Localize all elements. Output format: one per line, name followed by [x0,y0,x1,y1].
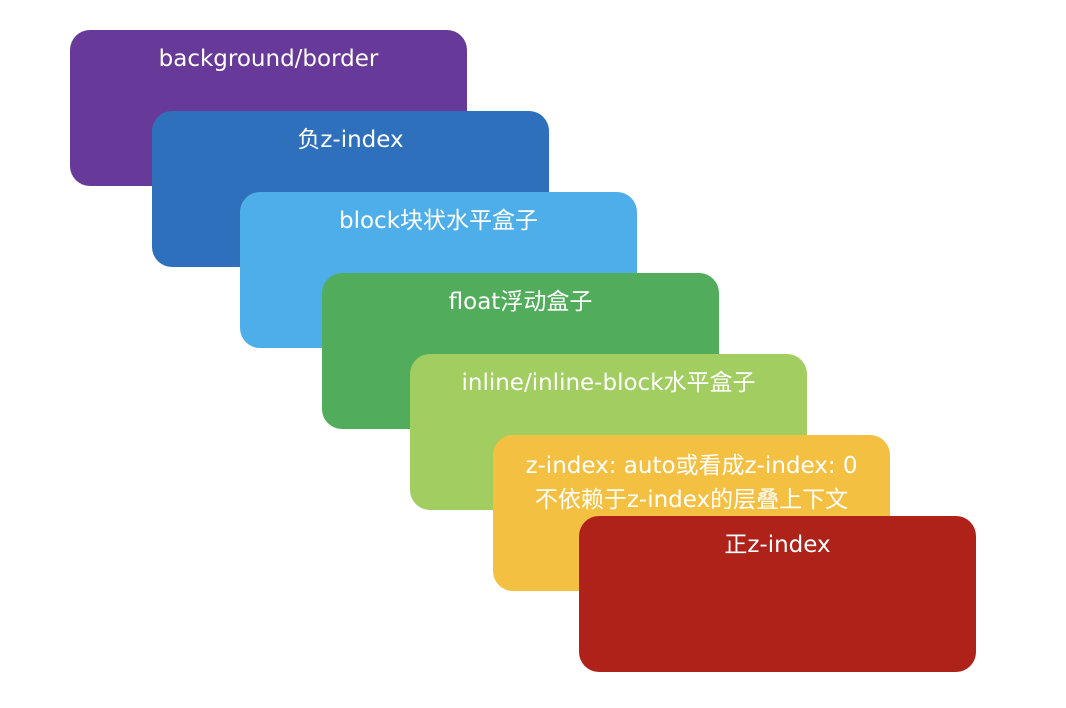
layer-label: 正z-index [724,532,831,558]
layer-positive-z-index: 正z-index [579,516,976,672]
layer-label: float浮动盒子 [448,289,593,315]
layer-label-line-1: z-index: auto或看成z-index: 0 [525,453,858,479]
layer-label: 负z-index [297,127,404,153]
layer-label-line-2: 不依赖于z-index的层叠上下文 [534,487,849,513]
layer-label: background/border [158,46,379,72]
layer-label: block块状水平盒子 [338,208,539,234]
layer-label: inline/inline-block水平盒子 [461,370,756,396]
